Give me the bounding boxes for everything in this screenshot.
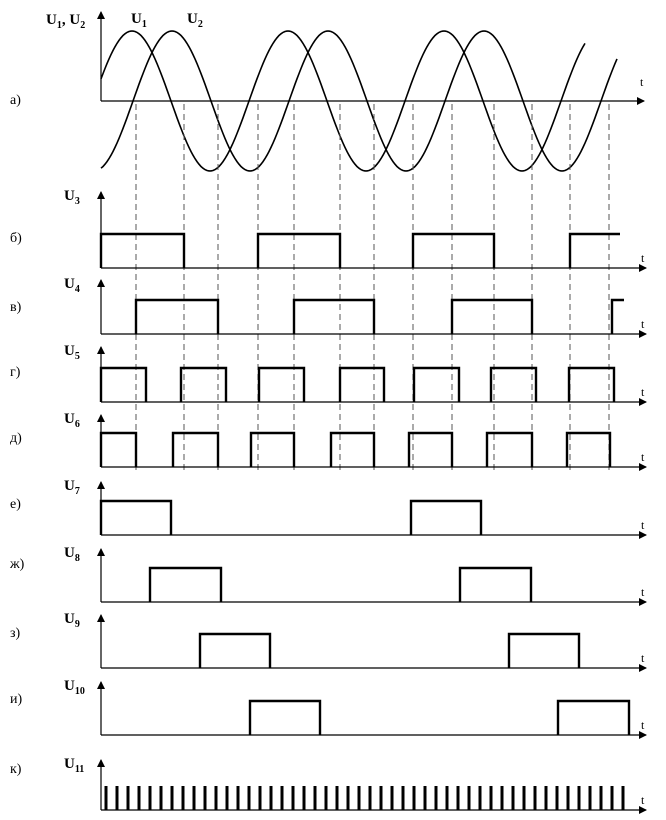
t-label-k: t [641,793,645,807]
ylabel-u7: U7 [64,478,80,497]
panel-b: б) U3 t [10,188,647,272]
ylabel-u4: U4 [64,276,80,295]
pulse-e-1 [99,499,173,535]
pulse-z-1 [198,632,272,668]
panel-label-e: е) [10,497,21,512]
ylabel-u10: U10 [64,678,85,697]
panel-label-a: а) [10,93,21,108]
panel-z: з) U9 t [10,611,647,672]
t-label-g: t [641,385,645,399]
pulse-g-4 [338,366,386,402]
ylabel-u8: U8 [64,545,80,564]
t-label-v: t [641,317,645,331]
pulse-d-4 [329,431,376,467]
panel-label-b: б) [10,231,22,246]
pulse-zh-2 [458,566,533,602]
pulse-g-2 [179,366,228,402]
pulse-b-1 [99,232,186,268]
panel-label-g: г) [10,365,21,380]
t-label-i: t [641,718,645,732]
panel-a: а) U1, U2 U1 U2 t [10,11,645,172]
ylabel-u1-u2: U1, U2 [46,12,85,31]
panel-label-k: к) [10,762,22,777]
pulse-g-1 [99,366,148,402]
panel-g: г) U5 t [10,343,647,406]
pulse-i-2 [556,699,631,735]
pulse-d-2 [171,431,220,467]
panel-v: в) U4 t [10,276,647,338]
panel-d: д) U6 t [10,411,647,471]
t-label-e: t [641,518,645,532]
curve-label-u2: U2 [187,11,203,30]
pulse-g-6 [489,366,538,402]
pulse-b-2 [256,232,342,268]
curve-u2 [100,30,618,172]
panel-label-i: и) [10,692,22,707]
curve-u1 [100,30,586,172]
curve-label-u1: U1 [131,11,147,30]
pulse-g-7 [567,366,616,402]
t-label-b: t [641,251,645,265]
ylabel-u6: U6 [64,411,80,430]
panel-i: и) U10 t [10,678,647,739]
panel-label-v: в) [10,300,22,315]
panel-label-d: д) [10,431,22,446]
pulse-v-3 [450,298,534,334]
panel-label-z: з) [10,626,21,641]
pulse-b-3 [411,232,496,268]
pulse-b-tail [568,232,620,268]
pulse-panels: б) U3 t в) U4 t г) U5 t д) U6 t е) U7 t ж) U8 t з) U9 t и) U10… [9,188,647,814]
pulse-zh-1 [148,566,223,602]
ylabel-u11: U11 [64,756,84,775]
pulse-d-3 [249,431,296,467]
pulse-v-tail [610,298,624,334]
ylabel-u9: U9 [64,611,80,630]
pulse-i-1 [248,699,322,735]
pulse-v-2 [292,298,376,334]
pulse-d-7 [565,431,612,467]
pulse-g-5 [412,366,461,402]
t-label-a: t [640,75,644,89]
panel-zh: ж) U8 t [9,545,647,606]
pulse-g-3 [257,366,306,402]
pulse-v-1 [134,298,220,334]
pulse-d-6 [485,431,534,467]
ylabel-u5: U5 [64,343,80,362]
panel-label-zh: ж) [9,557,25,572]
pulse-e-2 [409,499,483,535]
t-label-zh: t [641,585,645,599]
t-label-z: t [641,651,645,665]
panel-k: к) U11 t [10,756,647,814]
t-label-d: t [641,450,645,464]
panel-e: е) U7 t [10,478,647,539]
ylabel-u3: U3 [64,188,80,207]
pulse-d-1 [99,431,138,467]
pulse-d-5 [407,431,454,467]
pulse-z-2 [507,632,581,668]
dashed-guides [135,104,610,470]
